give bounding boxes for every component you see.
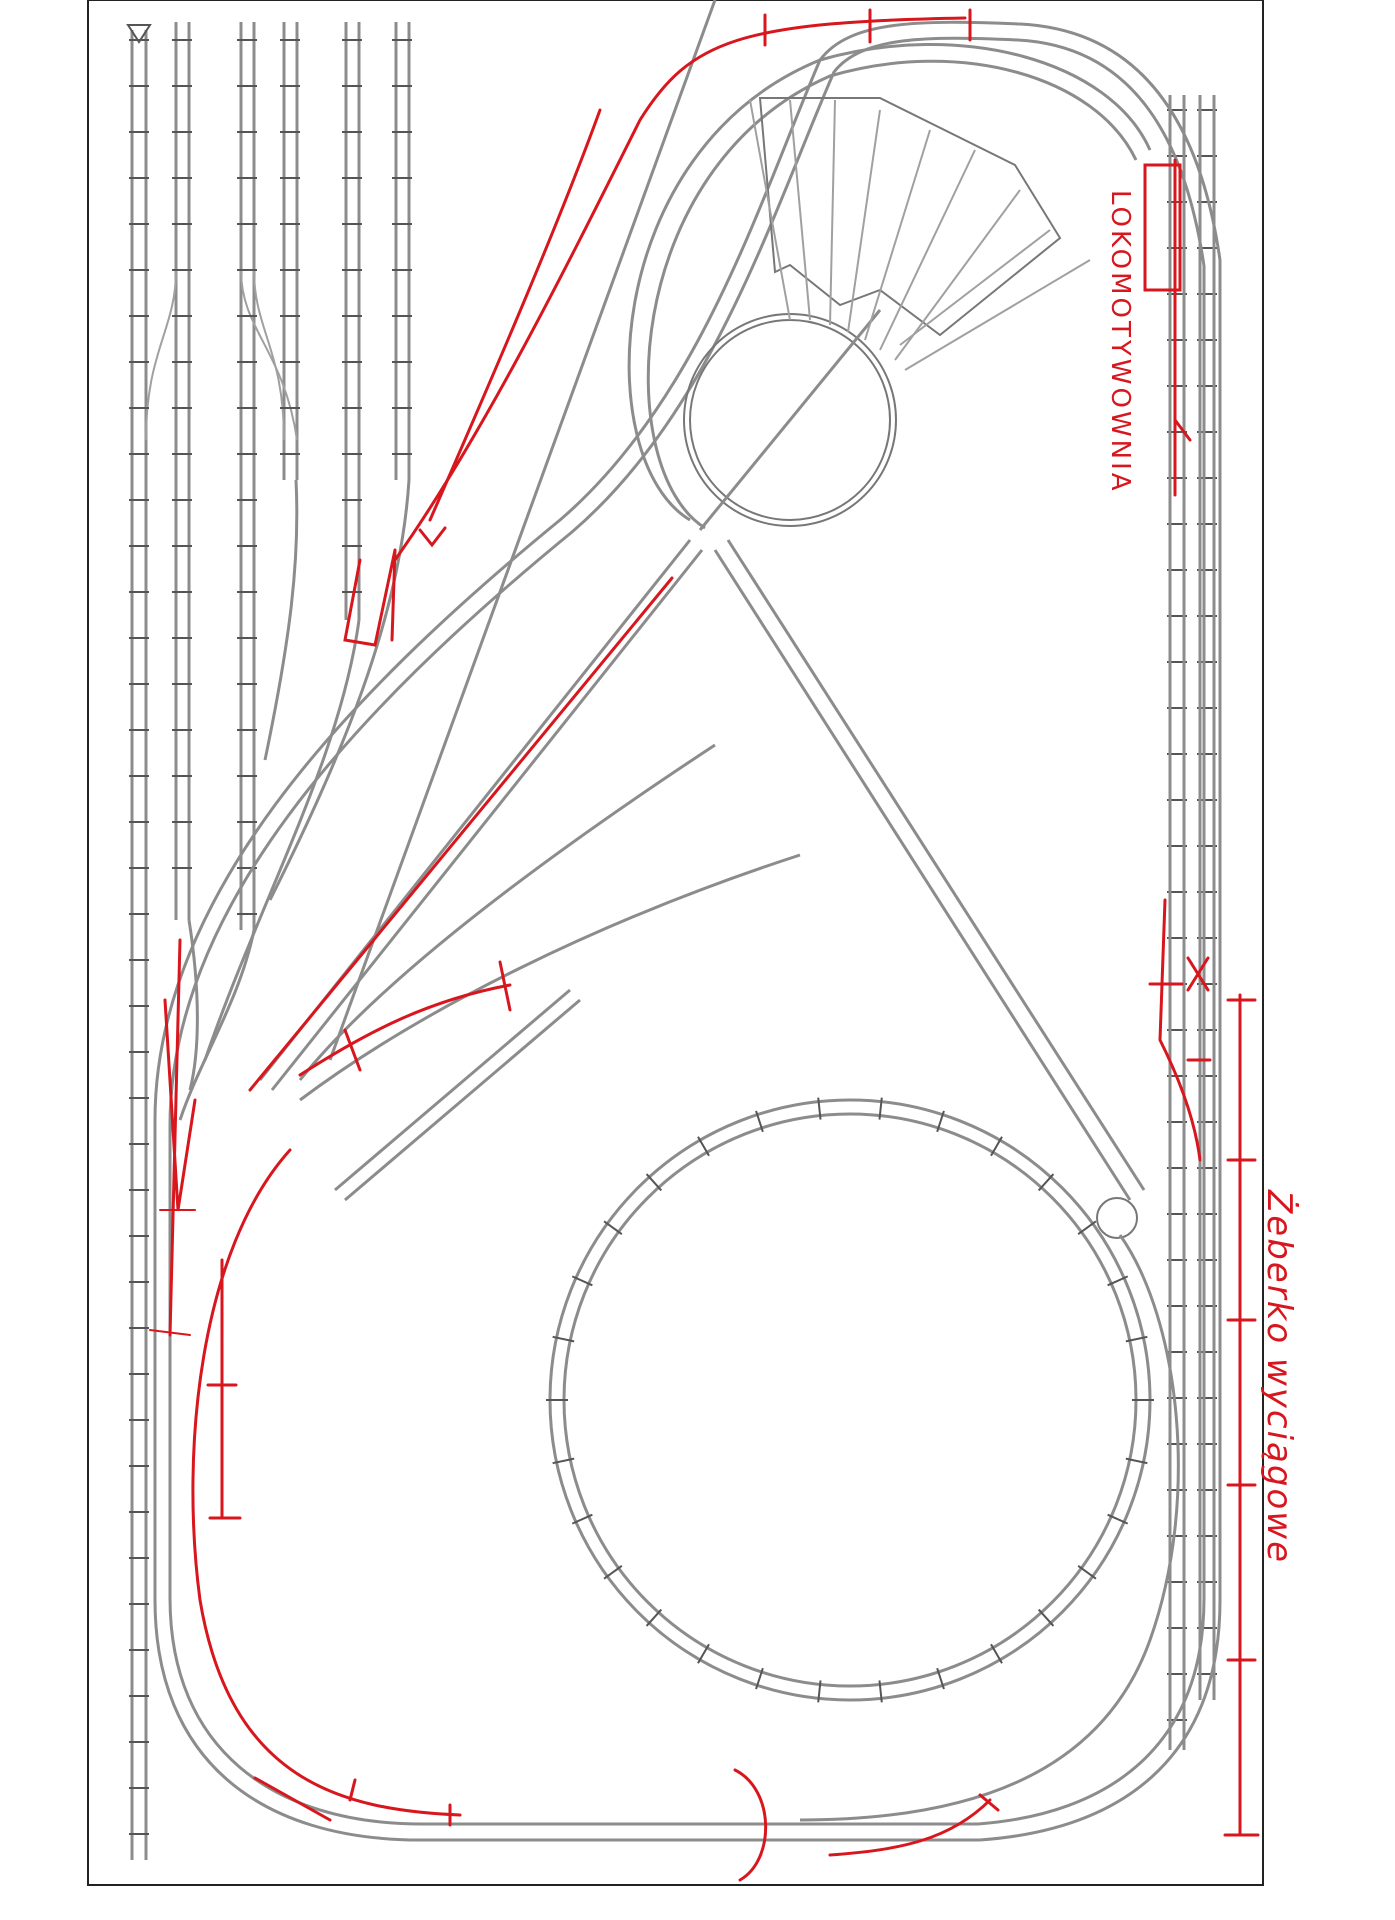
staging-yard bbox=[126, 22, 411, 1860]
red-right-switch bbox=[1158, 898, 1202, 1162]
loop-tie bbox=[1037, 1173, 1055, 1192]
red-diagonal-2 bbox=[298, 983, 512, 1077]
loop-tie bbox=[817, 1680, 822, 1703]
upper-loop-outer bbox=[627, 43, 1152, 522]
yard-track-4 bbox=[282, 22, 299, 480]
red-bottom-route bbox=[828, 1798, 992, 1857]
cross-mark-icon bbox=[1186, 956, 1210, 992]
diagonal-siding-4 bbox=[334, 988, 571, 1192]
red-upper-route bbox=[393, 16, 967, 562]
loop-tie bbox=[1077, 1220, 1097, 1236]
loop-tie bbox=[1107, 1275, 1129, 1287]
loop-tie bbox=[552, 1457, 575, 1465]
yard-track-2 bbox=[174, 22, 191, 920]
red-bottom-hook bbox=[733, 1768, 768, 1882]
loop-tie bbox=[1077, 1564, 1097, 1580]
red-yard-bracket bbox=[343, 548, 397, 647]
yard-ties bbox=[129, 39, 1217, 1835]
loop-tie bbox=[990, 1643, 1003, 1664]
loop-tie bbox=[755, 1110, 764, 1133]
loop-ties bbox=[546, 1097, 1154, 1703]
loop-tie bbox=[878, 1097, 883, 1120]
lower-circle-outer bbox=[548, 1098, 1152, 1702]
yard-crossover-3 bbox=[240, 269, 298, 441]
roundhouse-outline bbox=[758, 97, 1062, 337]
main-loop-inner bbox=[168, 36, 1206, 1826]
signal-hut-icon bbox=[1096, 1197, 1138, 1239]
loop-tie bbox=[817, 1097, 822, 1120]
loop-tie bbox=[697, 1136, 710, 1157]
red-diagonal-1 bbox=[248, 576, 674, 1092]
yard-crossover-2 bbox=[253, 269, 285, 441]
yard-ladder-2 bbox=[263, 479, 299, 761]
diagonal-siding-2 bbox=[328, 0, 717, 1061]
right-parallel-tracks bbox=[1168, 95, 1216, 1750]
main-loop bbox=[153, 20, 1222, 1842]
loop-tie bbox=[755, 1667, 764, 1690]
red-left-curve bbox=[191, 1148, 462, 1817]
loop-tie bbox=[990, 1136, 1003, 1157]
yard-crossover-1 bbox=[145, 269, 177, 441]
turntable-pit bbox=[683, 313, 897, 527]
loop-tie bbox=[603, 1564, 623, 1580]
upper-return-loop bbox=[627, 43, 1152, 531]
loop-tie bbox=[936, 1110, 945, 1133]
roundhouse bbox=[749, 97, 1091, 371]
loop-tie bbox=[552, 1335, 575, 1343]
loop-tie bbox=[571, 1275, 593, 1287]
lower-circle-loop bbox=[548, 1098, 1180, 1822]
yard-track-6 bbox=[394, 22, 411, 480]
engine-shed-box bbox=[1143, 163, 1182, 292]
buffer-stop-icon bbox=[126, 24, 152, 44]
arrow-icon bbox=[418, 526, 447, 548]
loop-tie bbox=[1037, 1608, 1055, 1627]
loop-tie bbox=[878, 1680, 883, 1703]
diagonal-siding-3-path bbox=[299, 853, 801, 1102]
loop-tie bbox=[571, 1513, 593, 1525]
loop-tie bbox=[603, 1220, 623, 1236]
diagonal-connector-b bbox=[726, 539, 1146, 1191]
yard-track-1 bbox=[126, 24, 152, 1860]
red-upper-route-return bbox=[428, 108, 602, 522]
loop-tie bbox=[645, 1173, 663, 1192]
yard-ladder-5 bbox=[268, 479, 411, 901]
loop-tie bbox=[936, 1667, 945, 1690]
turntable-bridge bbox=[698, 309, 882, 531]
upper-loop-inner bbox=[646, 59, 1138, 530]
loop-tie bbox=[1107, 1513, 1129, 1525]
main-loop-outer bbox=[153, 20, 1222, 1842]
diagonal-siding-1b bbox=[270, 549, 704, 1091]
loop-tie bbox=[1125, 1457, 1148, 1465]
diagonal-siding-4b bbox=[344, 998, 581, 1202]
plan-frame bbox=[87, 0, 1264, 1886]
diagonal-connector bbox=[713, 549, 1132, 1201]
loop-tie bbox=[697, 1643, 710, 1664]
diagonal-siding-2-path bbox=[298, 743, 716, 1081]
yard-ladder-3 bbox=[178, 929, 256, 1121]
red-annotations bbox=[149, 8, 1260, 1882]
yard-track-5 bbox=[344, 22, 361, 620]
yard-track-3 bbox=[239, 22, 256, 930]
loop-tie bbox=[645, 1608, 663, 1627]
lower-loop-link bbox=[799, 1234, 1180, 1822]
loop-tie bbox=[1125, 1335, 1148, 1343]
headshunt-label: Żeberko wyciągowe bbox=[1259, 1189, 1299, 1564]
lower-circle-inner bbox=[562, 1112, 1138, 1688]
yard-ladder-1 bbox=[203, 619, 361, 1061]
engine-shed-label: LOKOMOTYWOWNIA bbox=[1105, 190, 1135, 494]
